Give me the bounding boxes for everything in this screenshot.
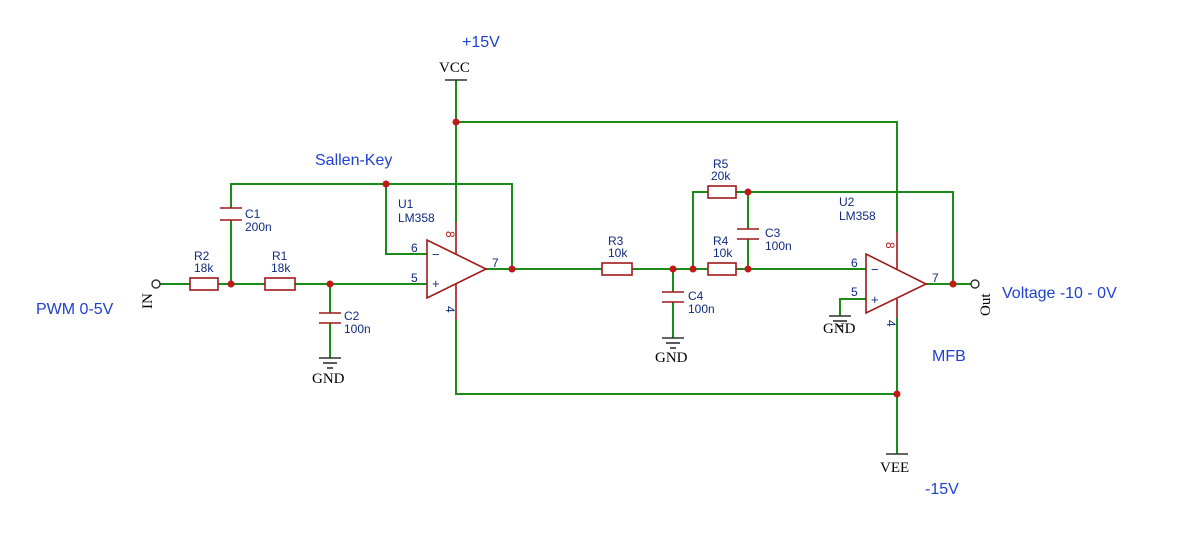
wire-r5-right	[736, 191, 954, 284]
vcc-port[interactable]: VCC	[439, 60, 470, 81]
u1-pin-noninv: 5	[411, 271, 418, 285]
supply-positive-note: +15V	[462, 34, 500, 51]
r5-ref: R5	[713, 157, 729, 171]
vcc-label: VCC	[439, 60, 470, 76]
u2-pin-noninv: 5	[851, 285, 858, 299]
supply-negative-note: -15V	[925, 481, 959, 498]
c1-value: 200n	[245, 220, 272, 234]
resistor-r4[interactable]: R4 10k	[707, 234, 737, 276]
u2-pin-vplus: 8	[883, 242, 897, 249]
vee-label: VEE	[880, 460, 909, 476]
resistor-r2[interactable]: R2 18k	[189, 249, 219, 291]
gnd-label-c2: GND	[312, 371, 345, 387]
u1-minus-sign: −	[432, 247, 440, 262]
r4-value: 10k	[713, 246, 733, 260]
junction-u1-feedback	[382, 180, 390, 188]
c2-ref: C2	[344, 309, 360, 323]
c4-value: 100n	[688, 302, 715, 316]
junction-c1-r1	[227, 280, 235, 288]
r1-value: 18k	[271, 261, 291, 275]
u1-pin-inv: 6	[411, 241, 418, 255]
junction-dots	[227, 118, 957, 398]
capacitor-c2[interactable]: C2 100n	[319, 309, 371, 336]
wire-u2-noninv-gnd	[839, 298, 866, 316]
junction-c2-r1	[326, 280, 334, 288]
stage2-note: MFB	[932, 348, 966, 365]
r2-ref: R2	[194, 249, 210, 263]
c4-ref: C4	[688, 289, 704, 303]
junction-c4	[669, 265, 677, 273]
u1-ref: U1	[398, 197, 414, 211]
u2-pin-inv: 6	[851, 256, 858, 270]
resistor-r3[interactable]: R3 10k	[601, 234, 633, 276]
u1-pin-vminus: 4	[443, 306, 457, 313]
capacitor-c4[interactable]: C4 100n	[662, 289, 715, 316]
input-port-circle	[151, 279, 161, 289]
resistor-r5[interactable]: R5 20k	[707, 157, 737, 199]
ground-symbol-u2: GND	[823, 315, 856, 337]
ground-symbol-c4: GND	[655, 337, 688, 366]
capacitor-c1[interactable]: C1 200n	[220, 207, 272, 234]
opamp-u2[interactable]: − + 6 5 7 8 4 U2 LM358	[839, 195, 939, 327]
ground-symbol-c2: GND	[312, 357, 345, 387]
input-port[interactable]: IN	[140, 279, 161, 309]
wire-u1-inv-feedback	[385, 184, 427, 255]
output-port-label: Out	[978, 293, 994, 316]
r3-value: 10k	[608, 246, 628, 260]
capacitor-c3[interactable]: C3 100n	[737, 226, 792, 253]
c3-value: 100n	[765, 239, 792, 253]
c1-ref: C1	[245, 207, 261, 221]
junction-u1-out	[508, 265, 516, 273]
junction-vcc	[452, 118, 460, 126]
c2-value: 100n	[344, 322, 371, 336]
input-port-label: IN	[140, 293, 156, 309]
u2-minus-sign: −	[871, 262, 879, 277]
u2-plus-sign: +	[871, 292, 879, 307]
wire-vee-rail-u1	[455, 320, 897, 395]
u2-part: LM358	[839, 209, 876, 223]
junction-r4-c3	[744, 265, 752, 273]
r1-ref: R1	[272, 249, 288, 263]
vee-port[interactable]: VEE	[880, 453, 909, 476]
u2-ref: U2	[839, 195, 855, 209]
u1-pin-vplus: 8	[443, 231, 457, 238]
r5-value: 20k	[711, 169, 731, 183]
output-port-circle	[970, 279, 980, 289]
c3-ref: C3	[765, 226, 781, 240]
junction-vee	[893, 390, 901, 398]
u1-plus-sign: +	[432, 276, 440, 291]
u1-part: LM358	[398, 211, 435, 225]
output-note: Voltage -10 - 0V	[1002, 285, 1117, 302]
gnd-label-u2: GND	[823, 321, 856, 337]
stage1-note: Sallen-Key	[315, 152, 392, 169]
resistor-r1[interactable]: R1 18k	[264, 249, 296, 291]
junction-r5-c3	[744, 188, 752, 196]
opamp-u1[interactable]: − + 6 5 7 8 4 U1 LM358	[398, 197, 499, 320]
u1-pin-out: 7	[492, 256, 499, 270]
r2-value: 18k	[194, 261, 214, 275]
junction-r5-left	[689, 265, 697, 273]
u2-pin-vminus: 4	[884, 320, 898, 327]
input-note: PWM 0-5V	[36, 301, 114, 318]
r3-ref: R3	[608, 234, 624, 248]
junction-u2-out	[949, 280, 957, 288]
wire-vcc-to-u2	[456, 121, 898, 232]
gnd-label-c4: GND	[655, 350, 688, 366]
wire-r5-left	[692, 191, 708, 269]
r4-ref: R4	[713, 234, 729, 248]
u2-pin-out: 7	[932, 271, 939, 285]
output-port[interactable]: Out	[970, 279, 994, 316]
wire-c1-top	[230, 183, 513, 269]
